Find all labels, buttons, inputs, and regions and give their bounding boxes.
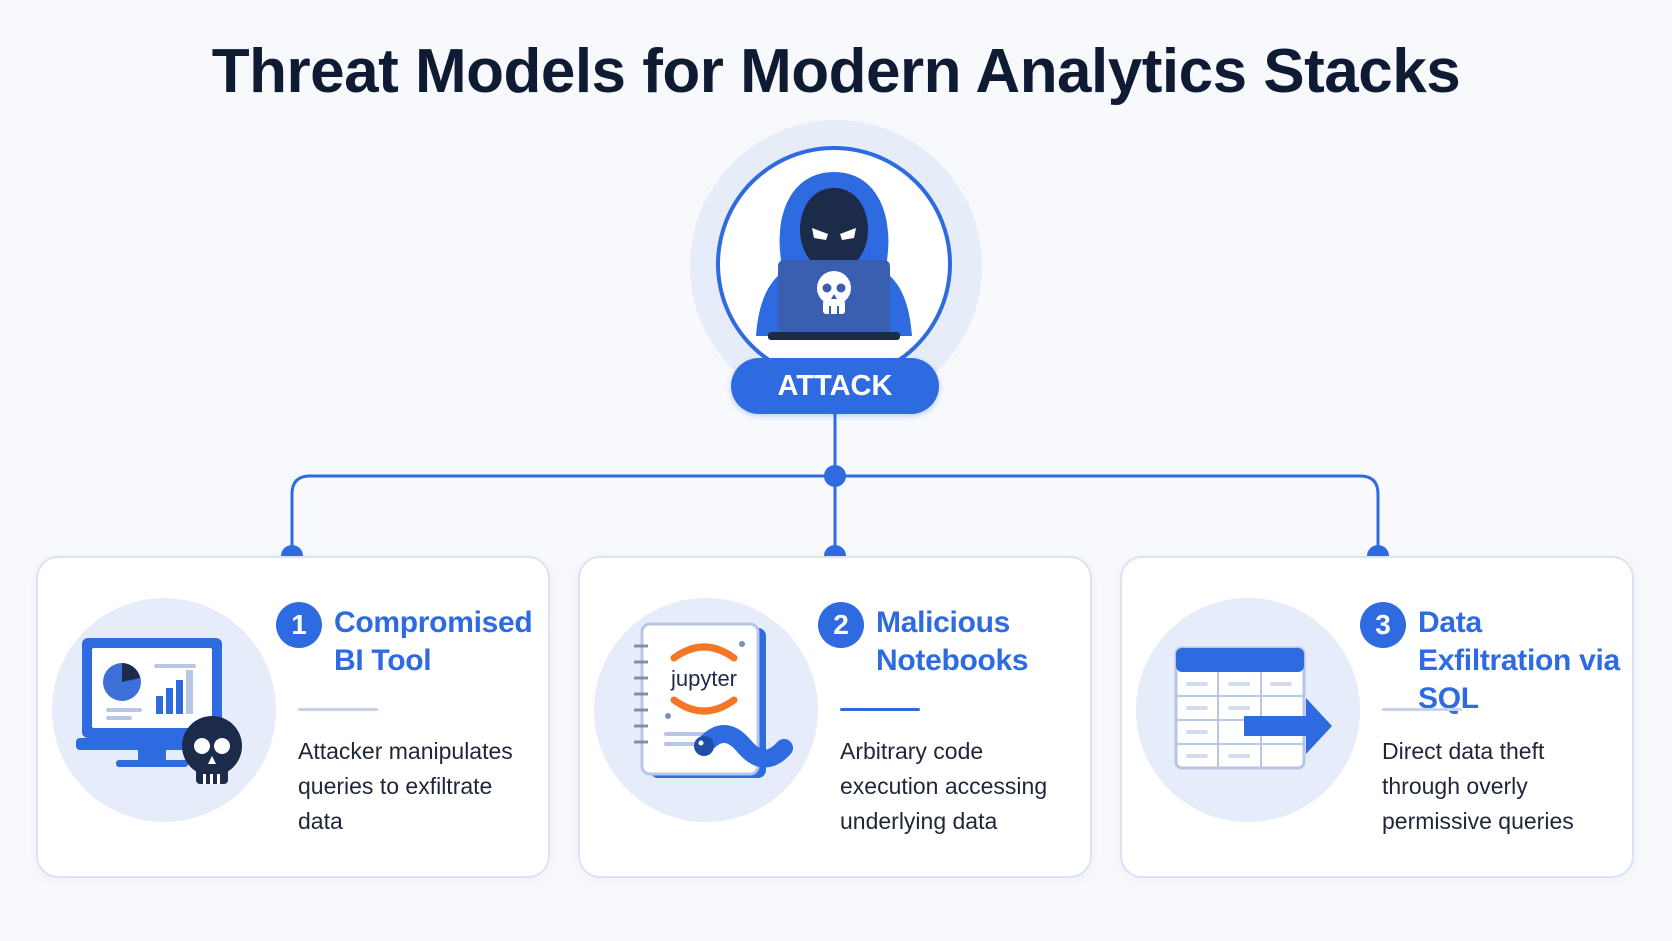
card-divider [840,708,920,711]
card-description: Attacker manipulates queries to exfiltra… [298,738,513,834]
bi-dashboard-skull-icon [76,638,242,784]
jupyter-notebook-worm-icon: jupyter [634,622,793,778]
threat-card-compromised-bi-tool: 1 Compromised BI Tool Attacker manipulat… [36,556,550,878]
notebook-label: jupyter [670,666,737,691]
card-title: Compromised BI Tool [334,606,533,677]
table-export-arrow-icon [1174,646,1332,770]
card-illustration [1136,598,1360,822]
card-illustration [52,598,276,822]
threat-card-data-exfiltration-via-sql: 3 Data Exfiltration via SQL Direct data … [1120,556,1634,878]
card-description: Arbitrary code execution accessing under… [840,738,1048,834]
junction-node [824,465,846,487]
card-title: Data Exfiltration via SQL [1418,606,1620,715]
attack-badge: ATTACK [731,358,939,414]
threat-card-malicious-notebooks: jupyter 2 Malicious Notebooks Arbitrary … [578,556,1092,878]
card-number: 2 [818,602,864,648]
card-divider [298,708,378,711]
card-description: Direct data theft through overly permiss… [1382,738,1574,834]
card-illustration: jupyter [594,598,818,822]
hooded-hacker-icon [756,172,912,340]
card-divider [1382,708,1462,711]
hub-ring [716,146,952,382]
page-title: Threat Models for Modern Analytics Stack… [211,37,1461,106]
card-number: 1 [276,602,322,648]
card-number: 3 [1360,602,1406,648]
card-title: Malicious Notebooks [876,606,1029,677]
